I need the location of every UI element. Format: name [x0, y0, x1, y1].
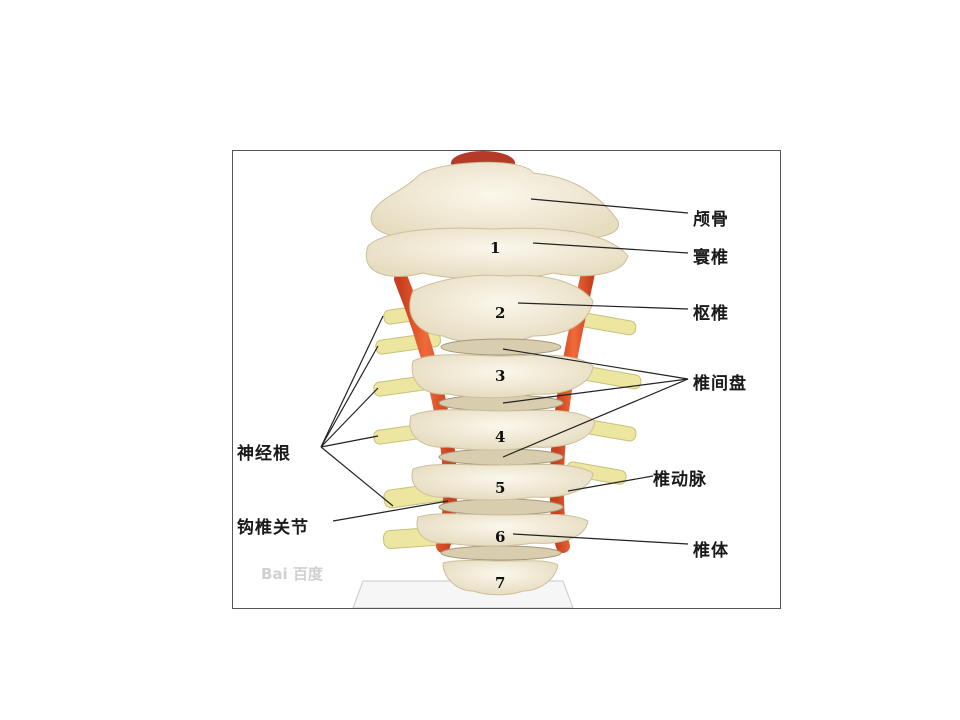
- label-nerve-root: 神经根: [237, 444, 291, 464]
- label-body: 椎体: [693, 541, 729, 561]
- label-occipital: 颅骨: [693, 210, 729, 230]
- vertebra-number-2: 2: [495, 304, 506, 322]
- vertebra-number-4: 4: [495, 428, 506, 446]
- vertebra-number-6: 6: [495, 528, 506, 546]
- axis-c2: [409, 274, 594, 344]
- cervical-spine-illustration: [320, 151, 689, 608]
- leader-lines: [320, 198, 689, 545]
- spine-figure: 1 2 3 4 5 6 7 颅骨 寰椎 枢椎 椎间盘 椎动脉 椎体 神经根 钩椎…: [232, 150, 781, 609]
- vertebra-number-7: 7: [495, 574, 506, 592]
- label-disc: 椎间盘: [693, 374, 747, 394]
- label-artery: 椎动脉: [653, 470, 707, 490]
- lower-vertebrae: [409, 354, 596, 596]
- occipital-bone: [370, 151, 619, 244]
- label-uncovertebral-joint: 钩椎关节: [237, 518, 309, 538]
- atlas-c1: [365, 227, 629, 280]
- label-atlas: 寰椎: [693, 248, 729, 268]
- label-axis: 枢椎: [693, 304, 729, 324]
- vertebra-number-5: 5: [495, 479, 506, 497]
- watermark-logo: Bai 百度: [261, 565, 323, 583]
- vertebra-number-1: 1: [490, 239, 501, 257]
- vertebra-number-3: 3: [495, 367, 506, 385]
